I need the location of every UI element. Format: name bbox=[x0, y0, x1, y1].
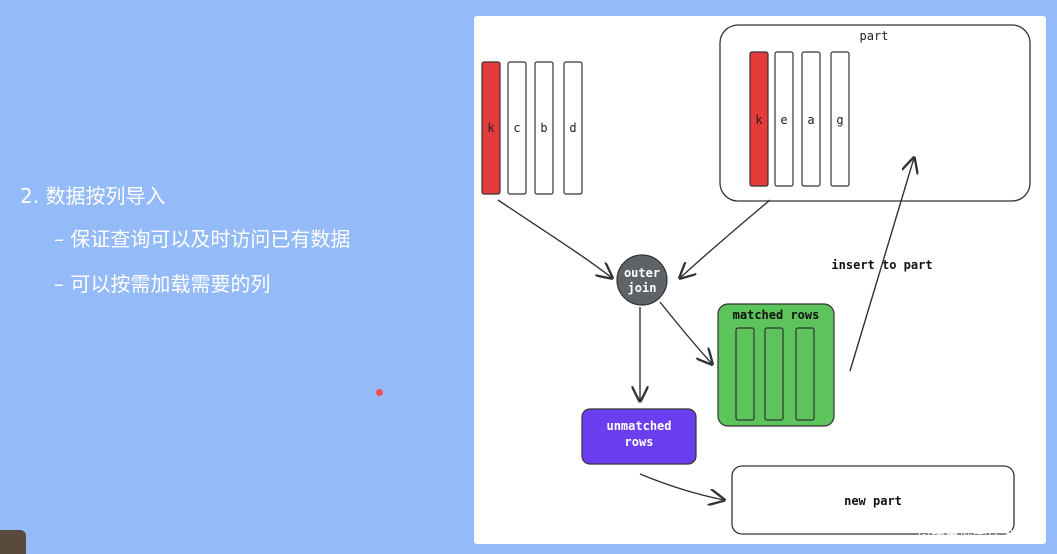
part-col-k bbox=[749, 51, 769, 187]
source-col-k bbox=[481, 61, 501, 195]
matched-row-col bbox=[735, 327, 755, 421]
part-col-g bbox=[830, 51, 850, 187]
outer-join-label-1: outer bbox=[624, 266, 660, 280]
source-col-b bbox=[534, 61, 554, 195]
matched-row-col bbox=[795, 327, 815, 421]
new-part-box bbox=[731, 465, 1015, 535]
part-box bbox=[719, 24, 1031, 202]
watermark-text: @稀土掘金技术社区 bbox=[917, 529, 1043, 545]
laser-pointer-dot bbox=[376, 389, 383, 396]
source-col-d-label: d bbox=[569, 121, 576, 135]
part-col-g-label: g bbox=[836, 113, 843, 127]
source-col-c bbox=[507, 61, 527, 195]
bullet-main: 2. 数据按列导入 bbox=[20, 184, 166, 208]
arrow-matched-to-part bbox=[849, 158, 914, 372]
source-col-c-label: c bbox=[513, 121, 520, 135]
part-col-e bbox=[774, 51, 794, 187]
diagram-svg: k c b d part k e a g outer join matched … bbox=[481, 24, 1031, 535]
source-col-d bbox=[563, 61, 583, 195]
bullet-sub-1: – 保证查询可以及时访问已有数据 bbox=[54, 227, 351, 251]
outer-join-label-2: join bbox=[628, 281, 657, 295]
unmatched-rows-box bbox=[581, 408, 697, 465]
diagram-panel: k c b d part k e a g outer join matched … bbox=[474, 16, 1046, 544]
source-col-k-label: k bbox=[487, 121, 495, 135]
matched-rows-label: matched rows bbox=[733, 308, 820, 322]
bullet-sub-2: – 可以按需加载需要的列 bbox=[54, 272, 271, 296]
part-label: part bbox=[860, 29, 889, 43]
part-col-a bbox=[801, 51, 821, 187]
unmatched-rows-label-2: rows bbox=[625, 435, 654, 449]
unmatched-rows-label-1: unmatched bbox=[606, 419, 671, 433]
matched-row-col bbox=[764, 327, 784, 421]
part-col-e-label: e bbox=[780, 113, 787, 127]
arrow-part-to-join bbox=[680, 199, 771, 278]
arrow-join-to-matched bbox=[659, 301, 712, 364]
new-part-label: new part bbox=[844, 494, 902, 508]
arrow-unmatched-to-new-part bbox=[639, 473, 724, 500]
presenter-avatar bbox=[0, 530, 26, 554]
arrow-source-to-join bbox=[497, 199, 612, 278]
source-col-b-label: b bbox=[540, 121, 547, 135]
matched-rows-box bbox=[717, 303, 835, 427]
outer-join-node bbox=[616, 254, 668, 306]
part-col-k-label: k bbox=[755, 113, 763, 127]
part-col-a-label: a bbox=[807, 113, 814, 127]
slide-bullets: 2. 数据按列导入 – 保证查询可以及时访问已有数据 – 可以按需加载需要的列 bbox=[20, 180, 350, 313]
